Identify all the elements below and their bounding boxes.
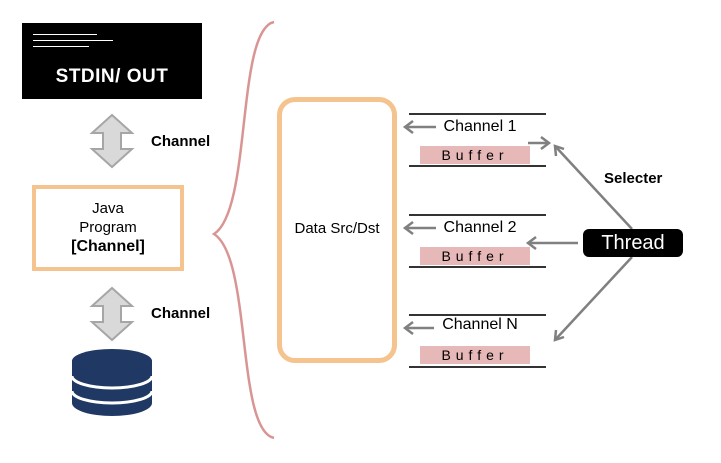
data-src-box <box>277 97 397 363</box>
java-line-3: [Channel] <box>71 238 145 255</box>
channel-2-label: Channel 2 <box>443 219 517 236</box>
stdio-title: STDIN/ OUT <box>55 66 169 87</box>
channel-label-top: Channel <box>151 133 211 150</box>
curly-brace <box>211 20 275 440</box>
java-line-2: Program <box>79 219 137 236</box>
channel-2-buffer: Buffer <box>420 247 530 265</box>
channel-arrows <box>402 120 578 335</box>
channel-n-label: Channel N <box>442 316 518 333</box>
selecter-label: Selecter <box>604 170 663 187</box>
channel-label-bottom: Channel <box>151 305 211 322</box>
channel-n-buffer: Buffer <box>420 346 530 364</box>
selector-arrows <box>553 144 633 342</box>
stdio-line-1 <box>33 34 97 35</box>
java-line-1: Java <box>92 200 124 217</box>
stdio-line-2 <box>33 40 113 41</box>
channel-1-buffer: Buffer <box>420 146 530 164</box>
double-arrow-top <box>89 113 135 169</box>
thread-box: Thread <box>583 229 683 257</box>
channel-1-label: Channel 1 <box>443 118 517 135</box>
java-program-box: Java Program [Channel] <box>32 185 184 271</box>
channel-lines <box>409 113 546 368</box>
data-src-label: Data Src/Dst <box>294 220 380 237</box>
stdio-line-3 <box>33 46 89 47</box>
stdio-box: STDIN/ OUT <box>22 23 202 99</box>
double-arrow-bottom <box>89 286 135 342</box>
database-icon <box>70 349 154 416</box>
